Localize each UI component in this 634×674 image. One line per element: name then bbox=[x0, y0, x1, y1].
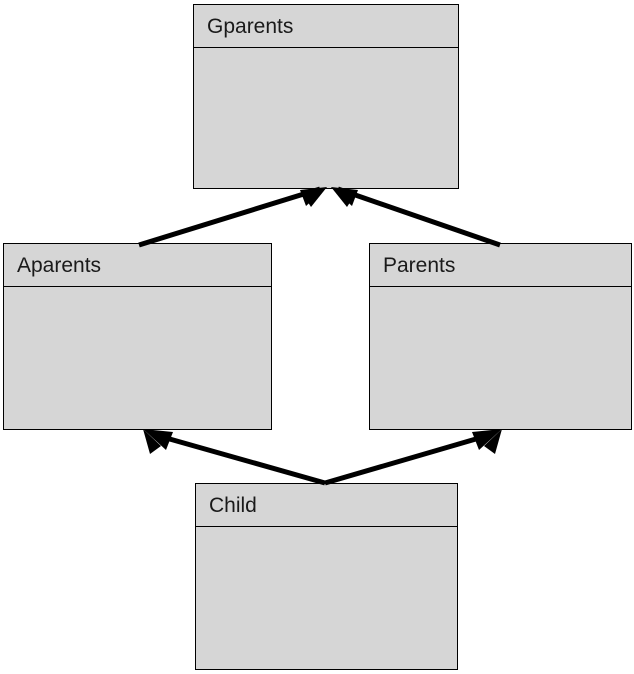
arrowhead-icon bbox=[143, 429, 161, 454]
class-attributes-gparents bbox=[194, 48, 458, 188]
class-box-child[interactable]: Child bbox=[195, 483, 458, 670]
class-name-gparents: Gparents bbox=[194, 5, 458, 48]
edge-line bbox=[151, 431, 326, 486]
edge-line bbox=[324, 431, 494, 486]
arrowhead-icon bbox=[304, 187, 327, 207]
edge-line bbox=[337, 186, 501, 248]
class-box-gparents[interactable]: Gparents bbox=[193, 4, 459, 189]
edge-child-to-aparents bbox=[143, 429, 326, 486]
arrowhead-icon bbox=[300, 187, 327, 206]
edge-aparents-to-gparents bbox=[138, 186, 327, 248]
edge-parents-to-gparents bbox=[331, 186, 501, 248]
class-name-child: Child bbox=[196, 484, 457, 527]
class-box-aparents[interactable]: Aparents bbox=[3, 243, 272, 430]
arrowhead-icon bbox=[143, 429, 173, 450]
class-attributes-parents bbox=[370, 287, 631, 429]
class-attributes-aparents bbox=[4, 287, 271, 429]
class-name-aparents: Aparents bbox=[4, 244, 271, 287]
arrowhead-icon bbox=[472, 429, 502, 450]
class-name-parents: Parents bbox=[370, 244, 631, 287]
arrowhead-icon bbox=[331, 187, 358, 206]
class-attributes-child bbox=[196, 527, 457, 669]
edge-child-to-parents bbox=[324, 429, 502, 486]
class-box-parents[interactable]: Parents bbox=[369, 243, 632, 430]
arrowhead-icon bbox=[331, 187, 354, 207]
edge-line bbox=[138, 186, 321, 248]
arrowhead-icon bbox=[484, 429, 502, 454]
